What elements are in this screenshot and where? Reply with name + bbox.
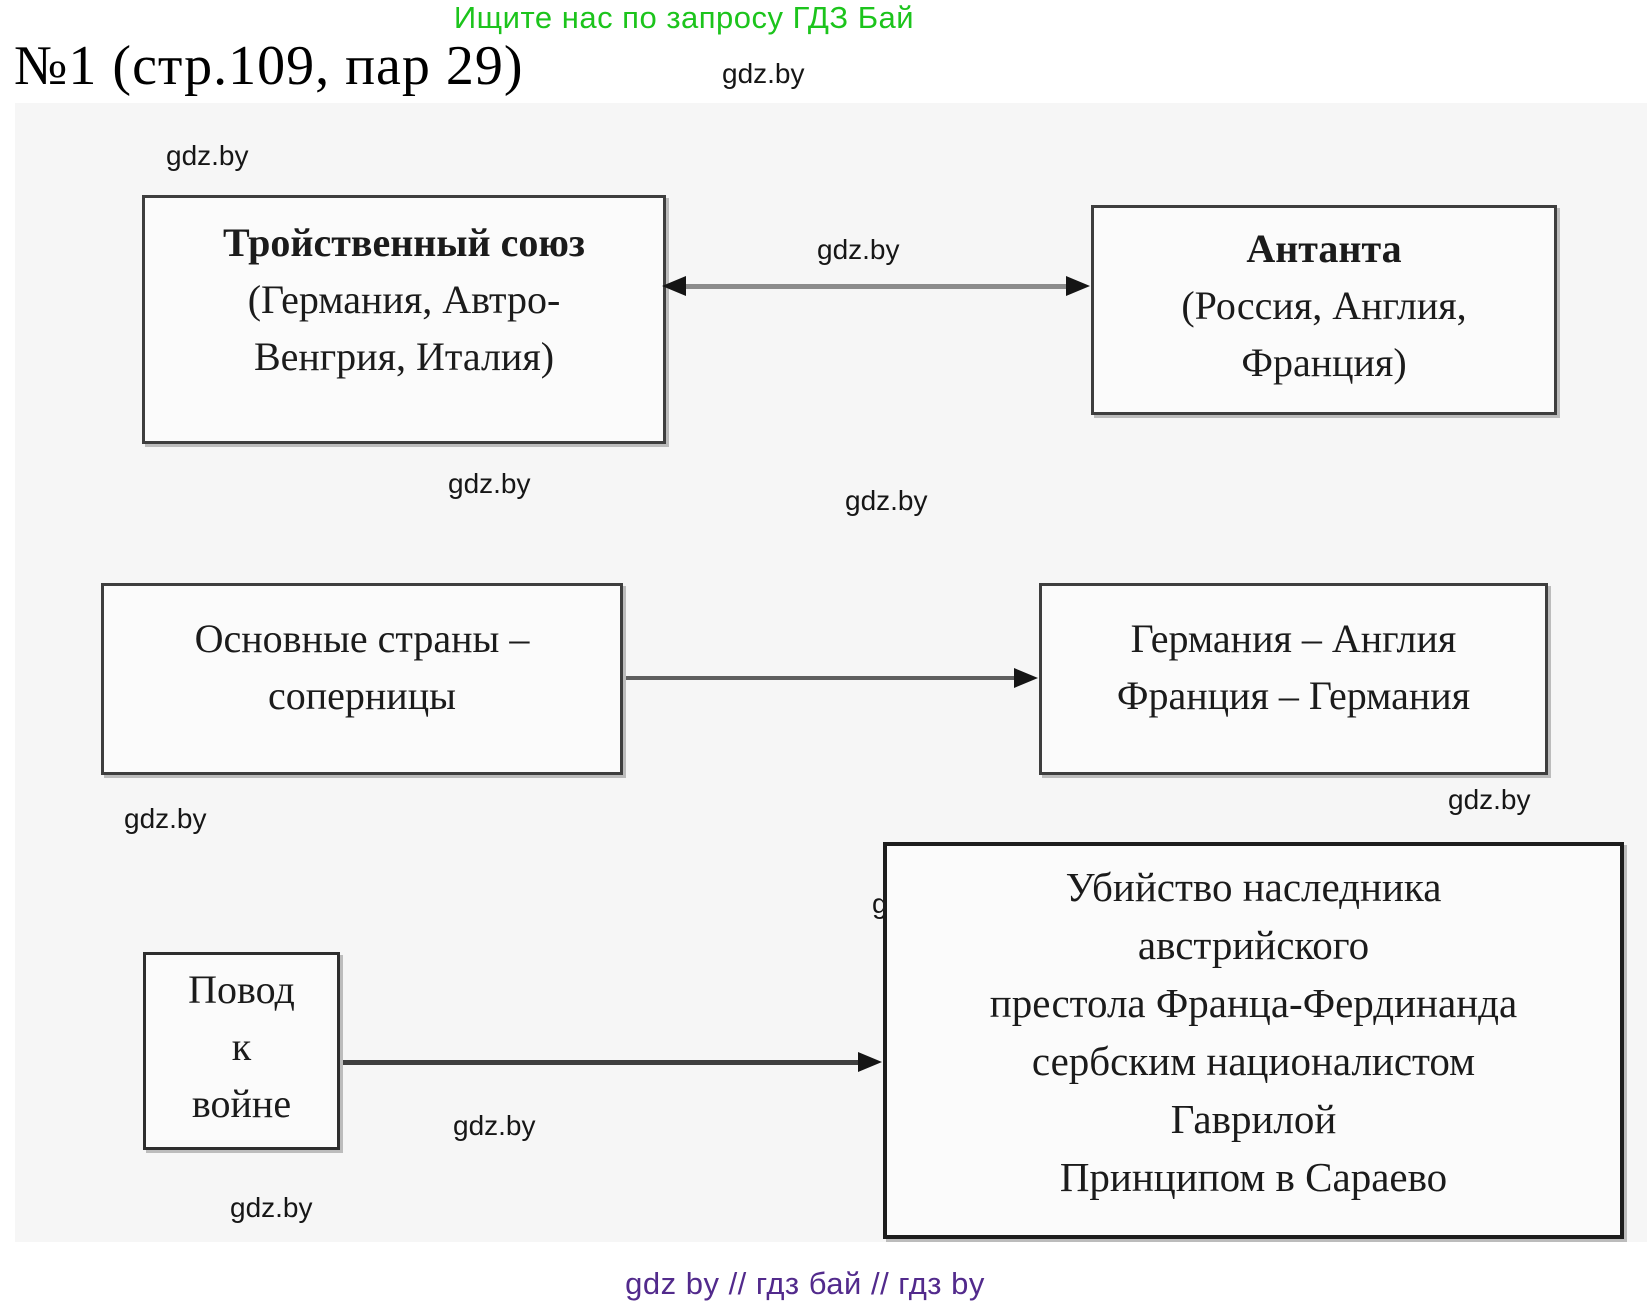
box-line: Франция – Германия [1116,673,1471,718]
box-line: Принципом в Сараево [1059,1154,1448,1200]
arrowhead-right-icon [858,1052,882,1072]
box-line: соперницы [267,673,456,718]
box-line: сербским националистом [1031,1038,1476,1084]
arrowhead-right-icon [1066,276,1090,296]
gdz-watermark: gdz.by [817,234,900,265]
rivals-arrow [626,676,1018,680]
box-line: престола Франца-Фердинанда [989,980,1518,1026]
footer-text: gdz by // гдз бай // гдз by [625,1266,985,1301]
box-war-cause: Повод к войне [143,952,340,1150]
gdz-watermark: gdz.by [1448,784,1531,815]
box-assassination: Убийство наследника австрийского престол… [883,842,1624,1239]
box-line: к [231,1024,252,1069]
box-line: Гаврилой [1170,1096,1337,1142]
box-line: Франция) [1241,340,1407,385]
box-line: Повод [188,967,295,1012]
box-line: Основные страны – [194,616,530,661]
cause-arrow [343,1060,861,1065]
alliance-entente-arrow [684,284,1072,289]
box-line: австрийского [1137,922,1370,968]
gdz-watermark: gdz.by [230,1192,313,1223]
box-line: Венгрия, Италия) [253,334,555,379]
gdz-watermark: gdz.by [166,140,249,171]
gdz-watermark: gdz.by [722,58,805,89]
box-line: Антанта [1246,226,1402,271]
gdz-watermark: gdz.by [453,1110,536,1141]
promo-text: Ищите нас по запросу ГДЗ Бай [453,0,915,35]
arrowhead-left-icon [662,276,686,296]
box-line: (Германия, Автро- [247,277,561,322]
box-rival-pairs: Германия – Англия Франция – Германия [1039,583,1548,775]
box-triple-alliance: Тройственный союз (Германия, Автро- Венг… [142,195,666,444]
box-line: Германия – Англия [1130,616,1457,661]
gdz-watermark: gdz.by [124,803,207,834]
box-line: Убийство наследника [1065,864,1442,910]
box-rival-countries: Основные страны – соперницы [101,583,623,775]
page-title: №1 (стр.109, пар 29) [14,35,524,97]
gdz-watermark: gdz.by [845,485,928,516]
box-entente: Антанта (Россия, Англия, Франция) [1091,205,1557,415]
gdz-watermark: gdz.by [448,468,531,499]
arrowhead-right-icon [1014,668,1038,688]
box-line: (Россия, Англия, [1181,283,1467,328]
box-line: Тройственный союз [223,220,585,265]
box-line: войне [191,1081,292,1126]
